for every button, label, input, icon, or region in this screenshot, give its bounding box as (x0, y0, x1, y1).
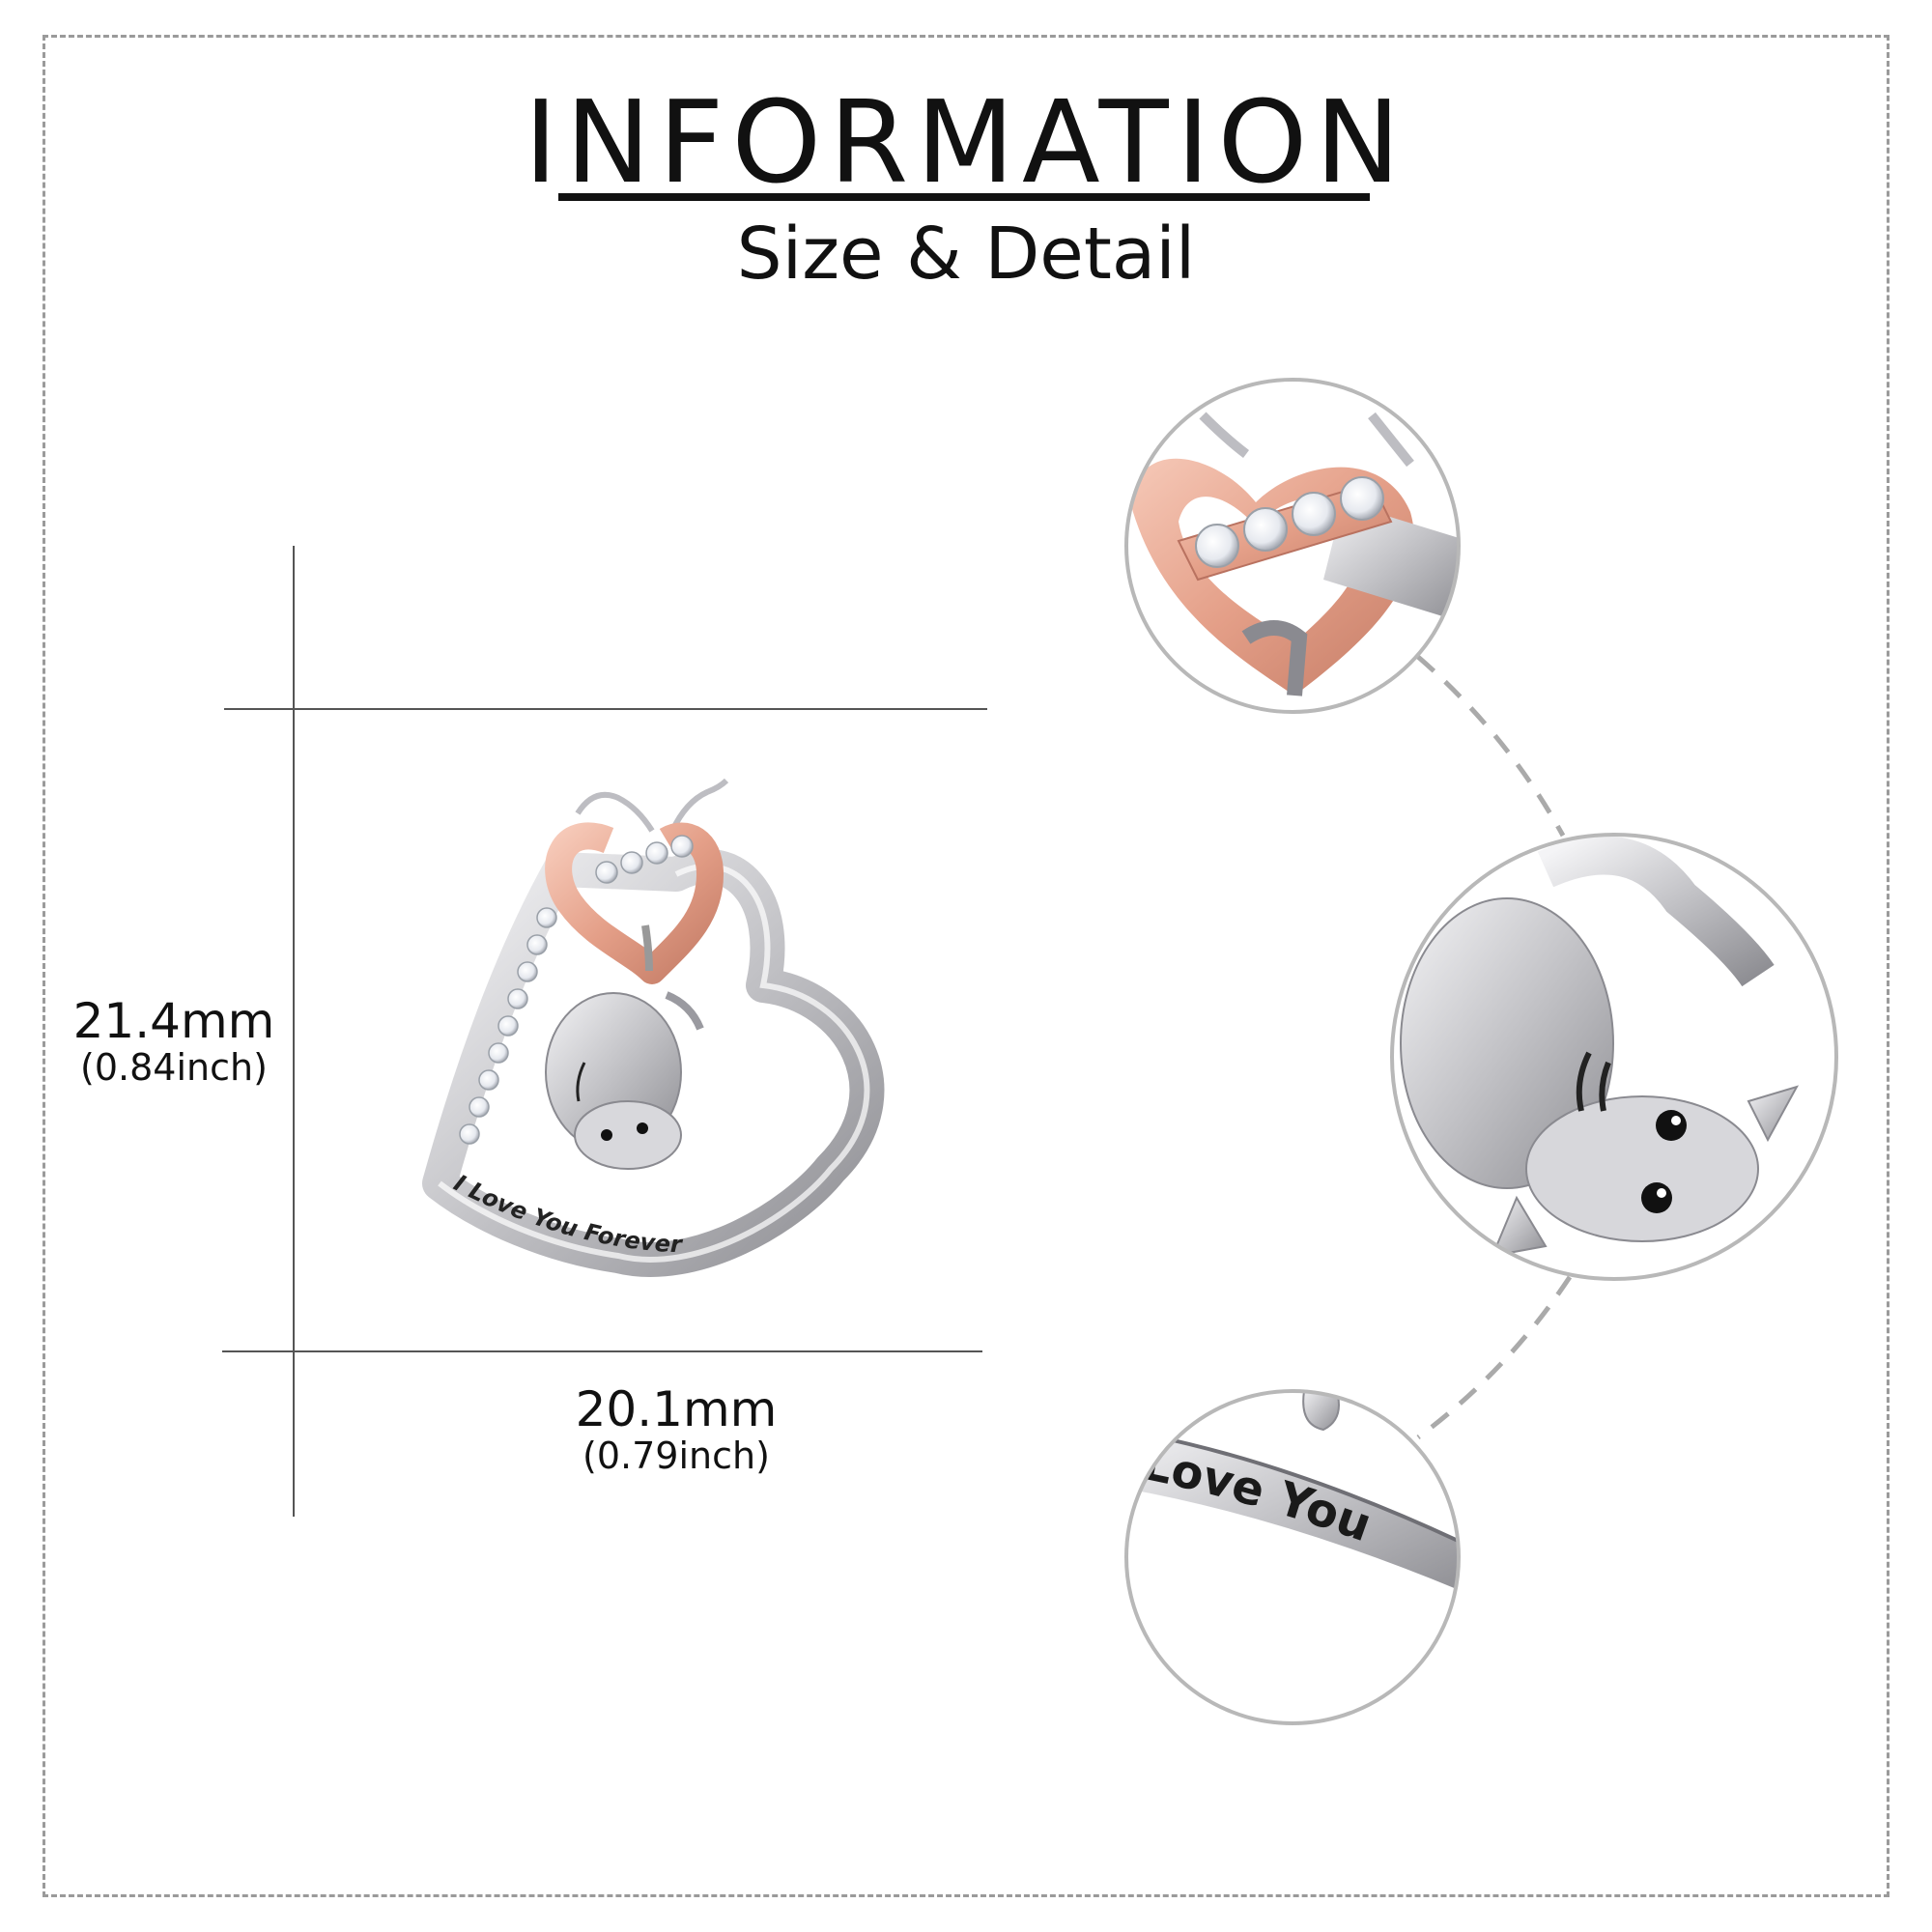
stone-setting-detail (1124, 378, 1461, 714)
pendant-image: I Love You Forever (422, 778, 885, 1277)
height-dimension: 21.4mm (0.84inch) (58, 995, 290, 1089)
chain-left (575, 791, 655, 833)
width-inch: (0.79inch) (582, 1435, 770, 1477)
silver-heart-inner-highlight (438, 863, 870, 1263)
bottom-guide-line (222, 1350, 982, 1352)
height-mm: 21.4mm (72, 993, 275, 1049)
width-mm: 20.1mm (575, 1381, 778, 1437)
engraving-detail: Love You (1124, 1389, 1461, 1725)
top-guide-line (224, 708, 987, 710)
animal-detail (1390, 833, 1838, 1281)
dashed-frame (43, 35, 1889, 1897)
width-dimension: 20.1mm (0.79inch) (541, 1383, 811, 1477)
vertical-guide-line (293, 546, 295, 1517)
connector-top-to-mid (1416, 655, 1566, 838)
page-title: INFORMATION (524, 75, 1408, 209)
hanging-animal (545, 924, 704, 1170)
top-stones (595, 835, 694, 884)
height-inch: (0.84inch) (80, 1046, 268, 1089)
connector-mid-to-bot (1416, 1275, 1573, 1440)
side-stones (459, 907, 557, 1145)
chain-right (669, 778, 729, 833)
title-underline (558, 193, 1370, 201)
page-subtitle: Size & Detail (736, 213, 1196, 296)
